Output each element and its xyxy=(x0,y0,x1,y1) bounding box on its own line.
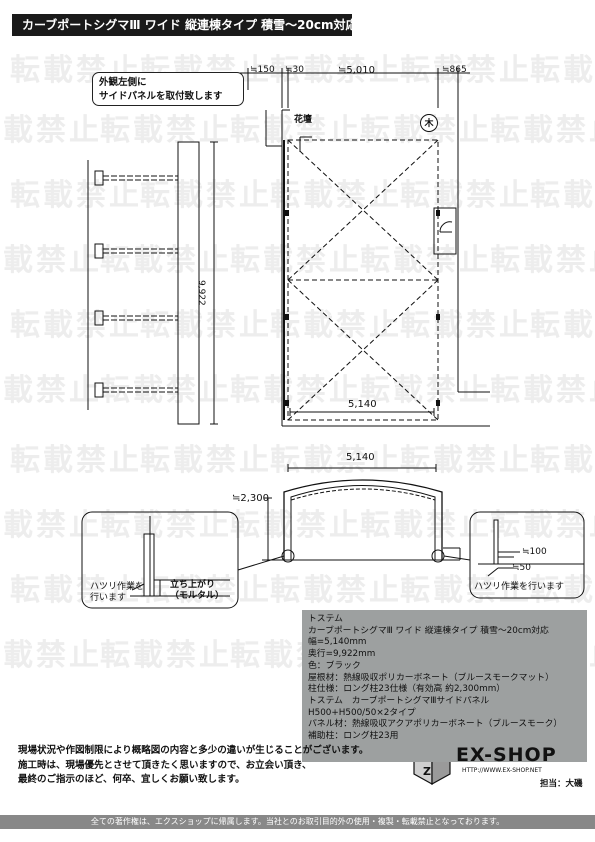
spec-line: H500+H500/50×2タイプ xyxy=(308,707,416,718)
watermark-text: 転載禁止 xyxy=(400,308,532,343)
watermark-text: 転載禁止 xyxy=(360,373,492,408)
watermark-text: 転載禁止 xyxy=(270,53,402,88)
flowerbed-label: 花壇 xyxy=(294,115,313,125)
chipping-note-right: ハツリ作業を行います xyxy=(474,582,565,592)
watermark-text: 転載禁止 xyxy=(490,508,595,543)
detail-dim-100: ≒100 xyxy=(522,547,547,557)
watermark-text: 転載禁止 xyxy=(230,243,362,278)
watermark-text: 転載禁止 xyxy=(360,508,492,543)
watermark-text: 転載禁止 xyxy=(530,443,595,478)
watermark-text: 転載禁止 xyxy=(230,373,362,408)
watermark-text: 転載禁止 xyxy=(100,638,232,673)
watermark-text: 転載禁止 xyxy=(530,178,595,213)
logo-url: HTTP://WWW.EX-SHOP.NET xyxy=(462,767,542,774)
note-line: ハツリ作業を xyxy=(90,582,145,592)
watermark-text: 転載禁止 xyxy=(270,573,402,608)
watermark-text: 転載禁止 xyxy=(490,373,595,408)
dim-right: ≒865 xyxy=(442,65,467,75)
watermark-text: 転載禁止 xyxy=(0,243,102,278)
spec-line: トステム xyxy=(308,614,343,624)
note-line: 立ち上がり xyxy=(170,580,216,590)
spec-line: トステム カーブポートシグマⅢサイドパネル xyxy=(308,695,490,706)
watermark-text: 転載禁止 xyxy=(100,113,232,148)
plan-view xyxy=(230,68,490,427)
person-in-charge: 担当：大磯 xyxy=(540,779,583,789)
spec-line: 補助柱：ロング柱23用 xyxy=(308,731,399,742)
depth-dimension-label: 9,922 xyxy=(196,280,206,306)
watermark-text: 転載禁止 xyxy=(10,443,142,478)
watermark-text: 転載禁止 xyxy=(10,573,142,608)
svg-text:Z: Z xyxy=(423,765,431,778)
watermark-text: 転載禁止 xyxy=(230,113,362,148)
spec-line: パネル材：熱線吸収アクアポリカーボネート（ブルースモーク） xyxy=(308,719,563,730)
note-line: 行います xyxy=(90,593,127,603)
logo-name: EX-SHOP xyxy=(456,744,557,766)
side-panel-callout: 外観左側に サイドパネルを取付致します xyxy=(92,72,244,106)
carport-roof xyxy=(287,139,439,421)
watermark-text: 転載禁止 xyxy=(230,508,362,543)
copyright-footer: 全ての著作権は、エクスショップに帰属します。当社とのお取引目的外の使用・複製・転… xyxy=(0,815,595,829)
watermark-text: 転載禁止 xyxy=(400,443,532,478)
plan-posts xyxy=(285,210,440,406)
spec-line: 幅=5,140mm xyxy=(308,637,367,648)
side-posts xyxy=(94,170,104,398)
side-panel xyxy=(177,141,200,425)
tree-icon: 木 xyxy=(420,114,438,132)
elevation-height: ≒2,300 xyxy=(232,493,270,504)
spec-line: 柱仕様：ロング柱23仕様（有効高 約2,300mm） xyxy=(308,684,506,695)
watermark-text: 転載禁止 xyxy=(10,308,142,343)
site-notes: 現場状況や作図制限により概略図の内容と多少の違いが生じることがございます。 施工… xyxy=(18,744,368,788)
watermark-text: 転載禁止 xyxy=(400,53,532,88)
dim-left: ≒150 xyxy=(250,65,275,75)
watermark-text: 転載禁止 xyxy=(360,243,492,278)
watermark-text: 転載禁止 xyxy=(140,443,272,478)
note-line: 最終のご指示のほど、何卒、宜しくお願い致します。 xyxy=(18,774,245,785)
width-bottom: 5,140 xyxy=(348,399,377,410)
chipping-note-left: ハツリ作業を 行います xyxy=(90,582,144,604)
spec-line: カーブポートシグマⅢ ワイド 縦連棟タイプ 積雪～20cm対応 xyxy=(308,625,549,636)
callout-line: 外観左側に xyxy=(99,77,147,88)
note-line: 施工時は、現場優先とさせて頂きたく思いますので、お立会い頂き、 xyxy=(18,759,312,771)
watermark-text: 転載禁止 xyxy=(10,178,142,213)
watermark-text: 転載禁止 xyxy=(100,373,232,408)
watermark-text: 転載禁止 xyxy=(400,178,532,213)
watermark-text: 転載禁止 xyxy=(0,373,102,408)
watermark-text: 転載禁止 xyxy=(0,113,102,148)
detail-dim-50: ≒50 xyxy=(512,563,532,573)
callout-line: サイドパネルを取付致します xyxy=(99,91,223,102)
elevation-view xyxy=(262,464,461,563)
watermark-text: 転載禁止 xyxy=(400,573,532,608)
spec-line: 屋根材：熱線吸収ポリカーボネート（ブルースモークマット） xyxy=(308,672,554,683)
detail-left xyxy=(81,511,285,609)
detail-right xyxy=(443,511,585,599)
depth-dimension xyxy=(210,141,218,425)
side-beams xyxy=(103,175,178,393)
drawing-title: カーブポートシグマⅢ ワイド 縦連棟タイプ 積雪～20cm対応 xyxy=(12,14,357,36)
mailbox xyxy=(433,207,457,255)
watermark-text: 転載禁止 xyxy=(140,178,272,213)
note-line: （モルタル） xyxy=(170,591,225,601)
watermark-text: 転載禁止 xyxy=(0,638,102,673)
spec-line: 奥行=9,922mm xyxy=(308,649,376,660)
mortal-note: 立ち上がり （モルタル） xyxy=(170,580,224,602)
watermark-text: 転載禁止 xyxy=(490,243,595,278)
watermark-text: 転載禁止 xyxy=(100,508,232,543)
dim-width-top: ≒5,010 xyxy=(338,65,376,76)
note-line: 現場状況や作図制限により概略図の内容と多少の違いが生じることがございます。 xyxy=(18,745,369,756)
spec-line: 色：ブラック xyxy=(308,660,361,671)
watermark-text: 転載禁止 xyxy=(530,53,595,88)
watermark-text: 転載禁止 xyxy=(270,308,402,343)
watermark-text: 転載禁止 xyxy=(140,573,272,608)
watermark-text: 転載禁止 xyxy=(530,308,595,343)
watermark-text: 転載禁止 xyxy=(270,443,402,478)
elevation-width: 5,140 xyxy=(346,452,375,463)
side-view xyxy=(87,141,218,425)
dim-post: ≒30 xyxy=(285,65,305,75)
watermark-text: 転載禁止 xyxy=(270,178,402,213)
watermark-text: 転載禁止 xyxy=(140,308,272,343)
watermark-text: 転載禁止 xyxy=(490,113,595,148)
spec-panel: トステム カーブポートシグマⅢ ワイド 縦連棟タイプ 積雪～20cm対応 幅=5… xyxy=(302,610,587,762)
